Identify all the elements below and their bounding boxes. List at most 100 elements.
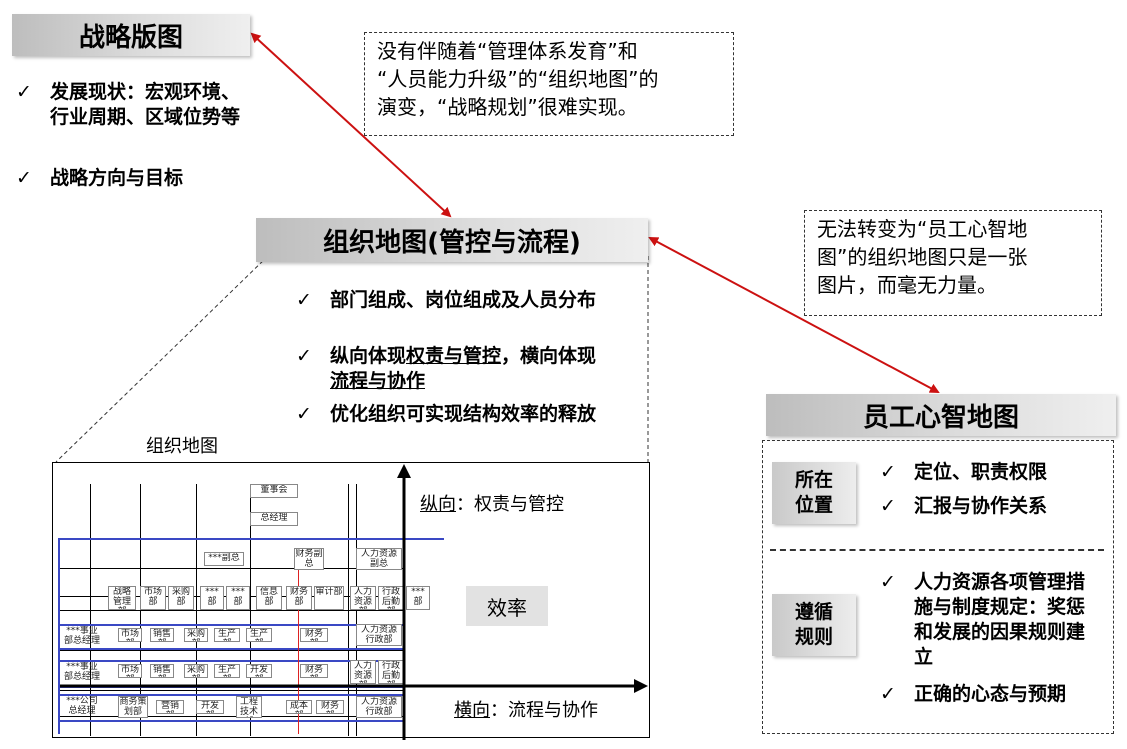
org-title: 组织地图(管控与流程) [323, 227, 581, 258]
strategy-title: 战略版图 [78, 22, 183, 53]
check-icon: ✓ [16, 81, 32, 103]
red-line [298, 548, 299, 734]
org-box: 商务策划部 [118, 696, 148, 718]
rules-label: 遵循规则 [772, 594, 856, 656]
check-icon: ✓ [880, 495, 896, 517]
org-box: 战略管理部 [108, 586, 136, 610]
note-right-line: 无法转变为“员工心智地 [817, 217, 1028, 241]
position-label: 所在位置 [772, 462, 856, 524]
org-box: 营销部 [156, 700, 184, 714]
note-top-line: “人员能力升级”的“组织地图”的 [377, 67, 659, 91]
underlined-text: 权责与管控 [406, 345, 502, 367]
check-icon: ✓ [296, 403, 312, 425]
note-right-line: 图片，而毫无力量。 [817, 273, 997, 297]
org-box: 市场部 [118, 628, 142, 642]
org-box: 工程技术部 [236, 696, 262, 718]
org-item-text: 部门组成、岗位组成及人员分布 [330, 289, 597, 311]
position-item: ✓ 定位、职责权限 [880, 460, 1100, 485]
org-box: 市场部 [140, 586, 166, 610]
strategy-item-text: 发展现状：宏观环境、行业周期、区域位势等 [50, 81, 241, 128]
check-icon: ✓ [16, 167, 32, 189]
strategy-item: ✓ 发展现状：宏观环境、行业周期、区域位势等 [16, 80, 256, 130]
org-box: 董事会 [250, 484, 298, 498]
blue-row-line [58, 624, 404, 626]
org-box: 财务部 [286, 586, 312, 610]
check-icon: ✓ [880, 571, 896, 593]
blue-row-line [58, 694, 404, 696]
mind-box [762, 440, 1114, 734]
org-item-text: 优化组织可实现结构效率的释放 [330, 403, 597, 425]
rules-item-text: 正确的心态与预期 [914, 683, 1067, 705]
mind-title: 员工心智地图 [862, 402, 1019, 433]
check-icon: ✓ [880, 683, 896, 705]
org-box: 人力资源行政部 [356, 624, 402, 646]
check-icon: ✓ [296, 345, 312, 367]
strategy-item-text: 战略方向与目标 [50, 167, 184, 189]
org-box: 销售部 [150, 664, 174, 678]
mind-banner: 员工心智地图 [766, 394, 1116, 436]
org-box: 人力资源副总 [356, 548, 402, 570]
grid-line [60, 568, 404, 569]
org-box: 财务部 [300, 664, 328, 678]
rules-item: ✓ 正确的心态与预期 [880, 682, 1102, 707]
underlined-text: 流程与协作 [330, 370, 426, 392]
org-box: 生产部 [246, 628, 272, 642]
check-icon: ✓ [880, 461, 896, 483]
org-box: 采购部 [184, 664, 208, 678]
org-box: 生产部 [214, 628, 240, 642]
grid-line [60, 690, 404, 691]
org-box: 总经理 [250, 512, 298, 526]
org-box: ***副总 [204, 552, 244, 566]
org-box: 成本部 [286, 700, 312, 714]
org-box: 人力资源行政部 [356, 696, 402, 718]
org-item: ✓ 部门组成、岗位组成及人员分布 [296, 288, 606, 313]
org-box: ***部 [200, 586, 224, 610]
blue-row-line [58, 538, 444, 540]
check-icon: ✓ [296, 289, 312, 311]
org-item: ✓ 优化组织可实现结构效率的释放 [296, 402, 606, 427]
zoom-guide-line [55, 255, 269, 463]
grid-line [60, 650, 404, 651]
org-box: 市场部 [118, 664, 142, 678]
strategy-org-arrow [250, 32, 452, 218]
chart-caption: 组织地图 [146, 436, 218, 457]
position-item-text: 定位、职责权限 [914, 461, 1048, 483]
org-banner: 组织地图(管控与流程) [256, 218, 648, 262]
horizontal-axis-label: 横向：流程与协作 [454, 700, 598, 721]
org-box: 审计部 [314, 586, 344, 610]
org-box: 开发部 [246, 664, 272, 678]
note-top-line: 没有伴随着“管理体系发育”和 [377, 39, 638, 63]
org-box: ***公司总经理 [66, 696, 98, 716]
org-box: 采购部 [168, 586, 194, 610]
vertical-axis-label: 纵向：权责与管控 [420, 494, 564, 515]
blue-row-line [58, 660, 404, 662]
org-box: 人力资源部 [350, 586, 376, 610]
org-box: 销售部 [150, 628, 174, 642]
org-item-text: 纵向体现权责与管控，横向体现流程与协作 [330, 345, 597, 392]
note-right: 无法转变为“员工心智地 图”的组织地图只是一张 图片，而毫无力量。 [804, 210, 1102, 316]
note-top-line: 演变，“战略规划”很难实现。 [377, 95, 638, 119]
org-box: ***事业部总经理 [63, 626, 100, 646]
org-box: 财务部 [316, 700, 344, 714]
org-box: 开发部 [196, 700, 224, 714]
position-item: ✓ 汇报与协作关系 [880, 494, 1100, 519]
rules-item: ✓ 人力资源各项管理措施与制度规定：奖惩和发展的因果规则建立 [880, 570, 1102, 670]
org-item: ✓ 纵向体现权责与管控，横向体现流程与协作 [296, 344, 606, 394]
grid-line [60, 716, 404, 717]
blue-row-line [58, 538, 60, 734]
rules-item-text: 人力资源各项管理措施与制度规定：奖惩和发展的因果规则建立 [914, 571, 1086, 668]
blue-row-line [58, 648, 404, 650]
strategy-item: ✓ 战略方向与目标 [16, 166, 256, 191]
position-item-text: 汇报与协作关系 [914, 495, 1048, 517]
org-box: 财务部 [300, 628, 328, 642]
org-box: ***部 [406, 586, 430, 610]
org-box: 财务副总 [294, 548, 324, 570]
org-box: 行政后勤部 [378, 660, 404, 684]
blue-row-line [58, 720, 404, 722]
org-chart-frame [52, 462, 650, 738]
org-box: 生产部 [214, 664, 240, 678]
grid-line [60, 610, 404, 611]
org-box: 信息部 [256, 586, 282, 610]
